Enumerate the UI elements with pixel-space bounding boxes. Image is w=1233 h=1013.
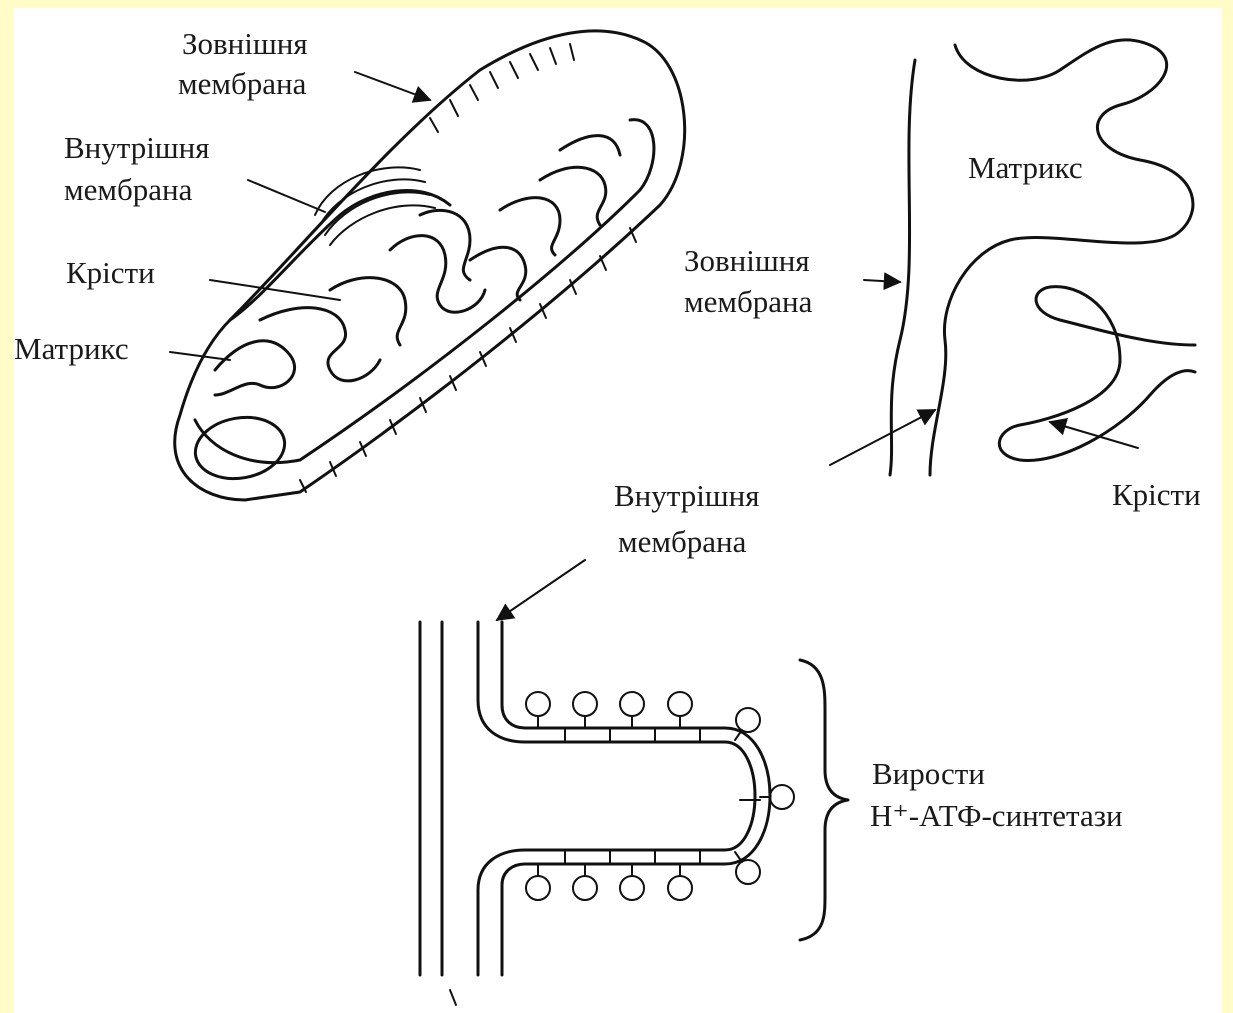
mito-outer-membrane-label-line2: мембрана xyxy=(178,66,306,102)
detail-inner-membrane-label-line2: мембрана xyxy=(618,524,746,560)
atp-synthase-label-line1: Вирости xyxy=(872,756,985,792)
detail-inner-membrane-label-line1: Внутрішня xyxy=(614,478,760,514)
inner-membrane-pointer xyxy=(248,180,325,212)
atp-knobs-bottom xyxy=(526,852,760,900)
atp-pointer-lines xyxy=(450,560,585,1005)
detail-pointer-lines xyxy=(830,280,1138,465)
mito-cristae-label: Крісти xyxy=(66,255,155,291)
end-cap xyxy=(190,411,289,486)
detail-outer-membrane-label-line2: мембрана xyxy=(684,284,812,320)
detail-outer-pointer xyxy=(864,280,900,282)
crista-fold-outer xyxy=(478,622,755,975)
detail-outer-membrane-line xyxy=(890,60,915,475)
outer-membrane-pointer xyxy=(355,72,430,100)
detail-outer-membrane-label-line1: Зовнішня xyxy=(684,243,810,279)
atp-synthase-diagram xyxy=(420,622,848,975)
mito-outer-membrane-label-line1: Зовнішня xyxy=(182,26,308,62)
atp-inner-pointer xyxy=(497,560,585,620)
mito-pointer-lines xyxy=(170,72,430,360)
atp-knob-right xyxy=(760,785,794,809)
atp-bottom-pointer xyxy=(450,990,456,1005)
detail-cristae-label: Крісти xyxy=(1112,477,1201,513)
crista-dividers xyxy=(565,728,760,864)
mito-matrix-label: Матрикс xyxy=(14,331,129,367)
inner-membrane-swirl xyxy=(315,167,435,245)
atp-knobs-top xyxy=(526,692,760,740)
detail-inner-pointer xyxy=(830,410,935,465)
detail-cristae-loop xyxy=(999,287,1195,461)
matrix-pointer xyxy=(170,352,230,360)
detail-matrix-label: Матрикс xyxy=(968,150,1083,186)
atp-synthase-label-line2: H⁺-АТФ-синтетази xyxy=(870,798,1123,834)
brace xyxy=(800,660,848,940)
cristae-pointer xyxy=(210,280,340,300)
mito-inner-membrane-label-line2: мембрана xyxy=(64,172,192,208)
detail-cristae-pointer xyxy=(1050,422,1138,448)
mito-inner-membrane-label-line1: Внутрішня xyxy=(64,130,210,166)
detail-inner-membrane-line xyxy=(930,40,1193,475)
crista-fold-inner xyxy=(502,622,770,975)
